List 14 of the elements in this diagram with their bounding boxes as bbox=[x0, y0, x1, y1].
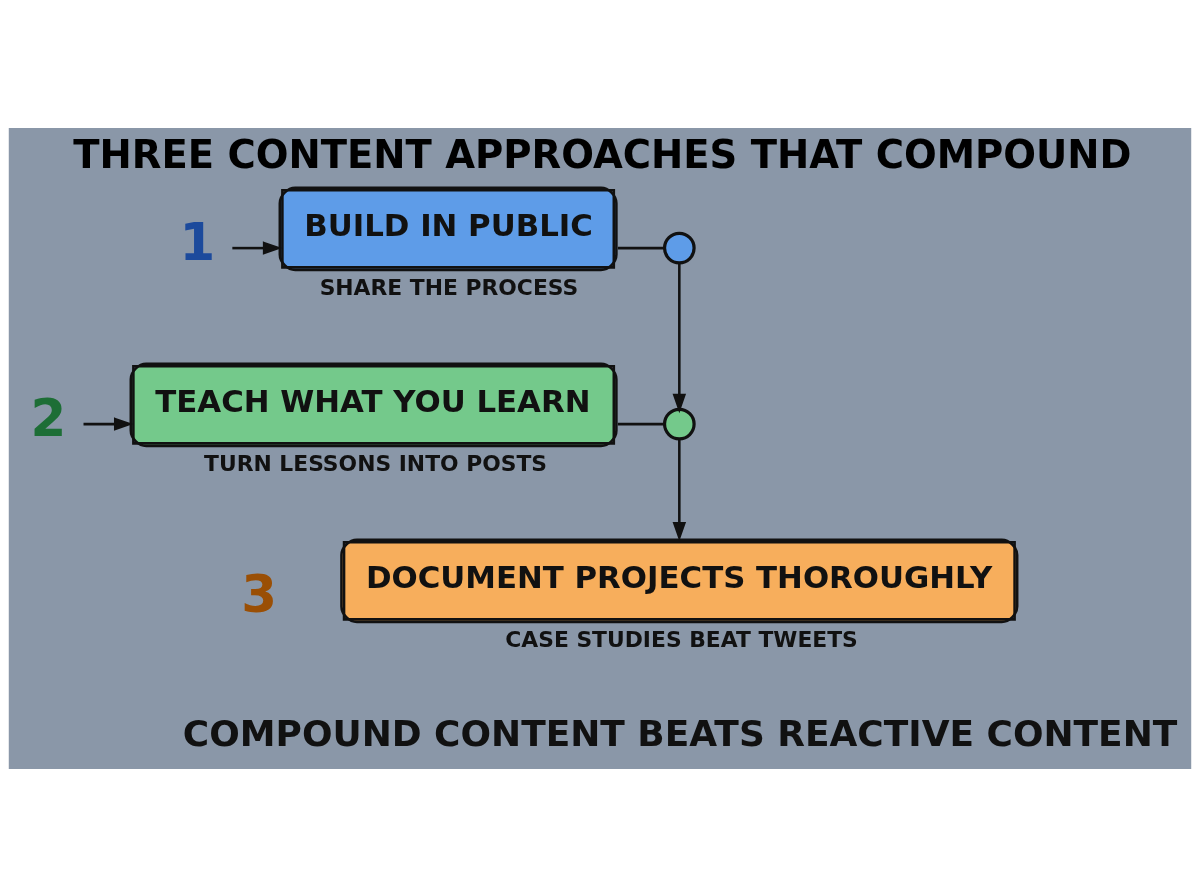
node-circle bbox=[662, 231, 696, 264]
diagram-title: THREE CONTENT APPROACHES THAT COMPOUND bbox=[73, 131, 1132, 177]
node-label: SHARE THE PROCESS bbox=[319, 274, 579, 300]
connector bbox=[617, 246, 665, 249]
caption: COMPOUND CONTENT BEATS REACTIVE CONTENT bbox=[182, 712, 1178, 754]
node-label: CASE STUDIES BEAT TWEETS bbox=[505, 626, 858, 652]
label: 3 bbox=[241, 563, 278, 624]
node-label: TURN LESSONS INTO POSTS bbox=[204, 450, 548, 476]
node-circle bbox=[662, 407, 696, 440]
node-text: 1 bbox=[179, 211, 216, 272]
arrow bbox=[672, 438, 687, 541]
connector bbox=[617, 422, 665, 425]
arrow bbox=[672, 262, 687, 413]
node-text: 2 bbox=[30, 387, 67, 448]
